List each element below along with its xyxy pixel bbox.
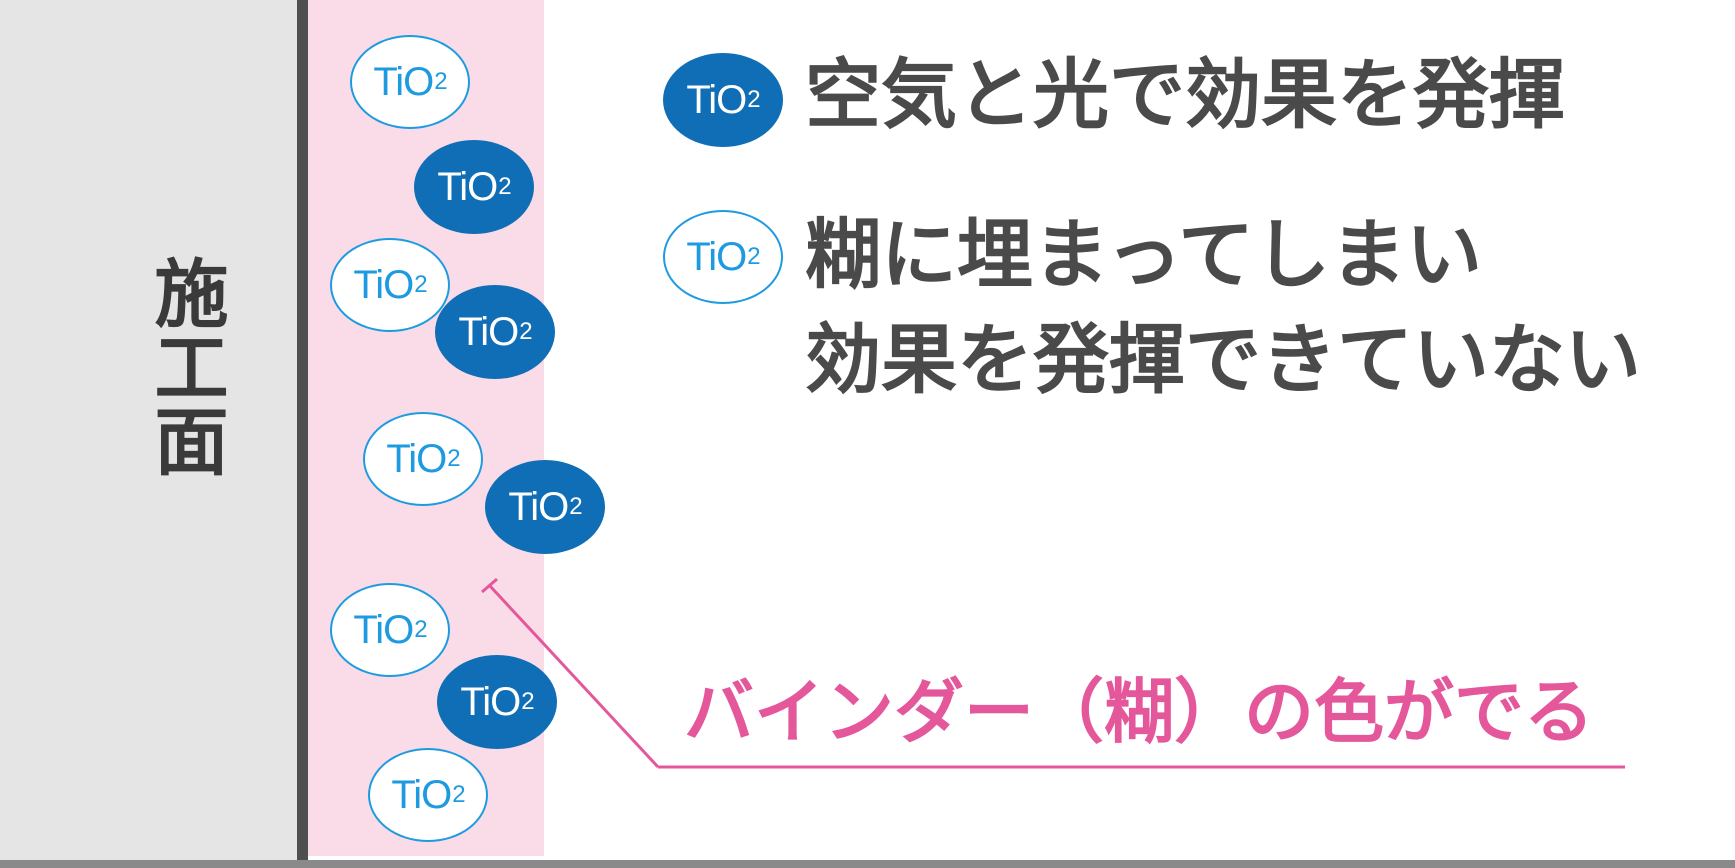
binder-label: バインダー（糊）の色がでる xyxy=(684,671,1594,753)
particle-subscript: 2 xyxy=(747,86,760,113)
particle-symbol: TiO xyxy=(437,164,498,209)
particle-subscript: 2 xyxy=(414,616,427,643)
wall-label: 施工面 xyxy=(142,255,228,477)
particle-symbol: TiO xyxy=(386,436,447,481)
legend-embedded-line1: 糊に埋まってしまい xyxy=(805,210,1483,299)
legend-embedded-line2: 効果を発揮できていない xyxy=(805,315,1641,404)
wall-edge xyxy=(297,0,308,868)
particle-symbol: TiO xyxy=(460,679,521,724)
particle-subscript: 2 xyxy=(452,781,465,808)
particle-subscript: 2 xyxy=(498,173,511,200)
particle-symbol: TiO xyxy=(391,772,452,817)
particle-subscript: 2 xyxy=(434,68,447,95)
particle-symbol: TiO xyxy=(686,77,747,122)
particle-symbol: TiO xyxy=(508,484,569,529)
particle-subscript: 2 xyxy=(447,445,460,472)
particle-subscript: 2 xyxy=(414,271,427,298)
particle-symbol: TiO xyxy=(353,607,414,652)
particle-subscript: 2 xyxy=(519,318,532,345)
wall-surface xyxy=(0,0,297,860)
particle-symbol: TiO xyxy=(373,59,434,104)
particle-symbol: TiO xyxy=(353,262,414,307)
particle-subscript: 2 xyxy=(521,688,534,715)
bottom-edge xyxy=(0,860,1735,868)
legend-active-text: 空気と光で効果を発揮 xyxy=(805,50,1565,139)
particle-subscript: 2 xyxy=(569,493,582,520)
particle-subscript: 2 xyxy=(747,243,760,270)
particle-symbol: TiO xyxy=(458,309,519,354)
particle-symbol: TiO xyxy=(686,234,747,279)
